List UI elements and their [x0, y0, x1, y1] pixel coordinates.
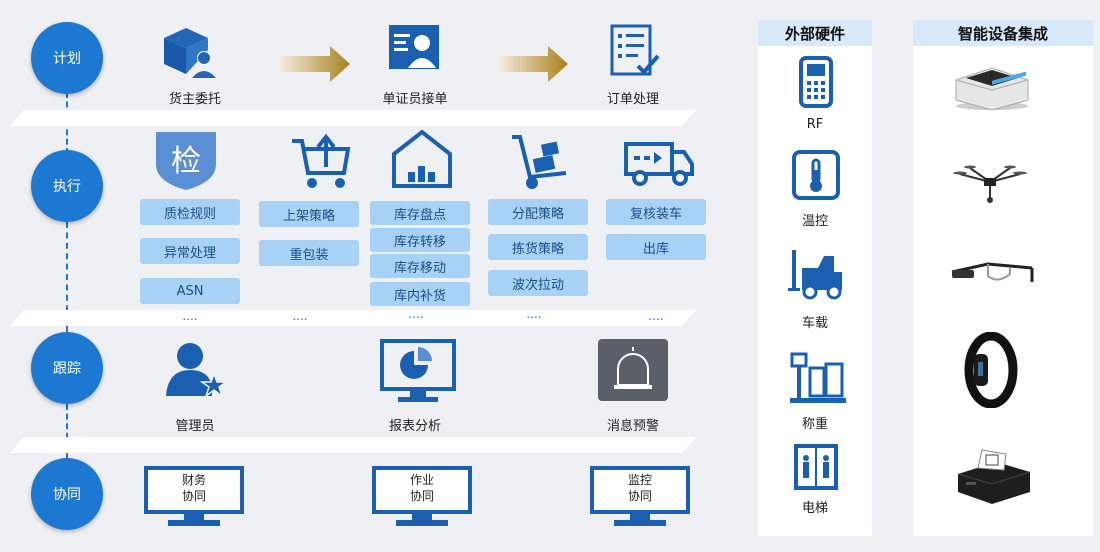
phase-plan: 计划	[31, 22, 103, 94]
hardware-label: 电梯	[801, 501, 828, 516]
exec-tag: 波次拉动	[488, 270, 588, 296]
hardware-label: 称重	[801, 417, 828, 432]
collab-line2: 协同	[409, 489, 434, 503]
plan-item-label: 订单处理	[606, 92, 659, 107]
drone-image	[952, 162, 1028, 208]
order-process-icon	[608, 24, 660, 78]
more-indicator: ....	[526, 307, 542, 321]
hardware-panel-title: 外部硬件	[758, 20, 872, 46]
exec-tag: 库内补货	[370, 282, 470, 306]
inspection-shield-text: 检	[171, 144, 201, 179]
receipt-printer-image	[952, 446, 1034, 508]
monitor-icon: 作业 协同	[372, 466, 472, 528]
report-chart-icon	[380, 339, 456, 405]
hardware-label: 车载	[801, 316, 828, 331]
plan-item-label: 货主委托	[168, 92, 221, 107]
plan-item-label: 单证员接单	[382, 92, 448, 107]
collab-line2: 协同	[181, 489, 206, 503]
more-indicator: ....	[408, 307, 424, 321]
collab-line1: 财务	[181, 473, 206, 487]
elevator-icon	[794, 444, 838, 490]
inspection-shield-icon: 检	[150, 128, 222, 192]
more-indicator: ....	[648, 309, 664, 323]
arrow-icon	[498, 44, 570, 84]
exec-tag: 复核装车	[606, 199, 706, 225]
exec-tag: 分配策略	[488, 199, 588, 225]
document-clerk-icon	[388, 24, 440, 72]
phase-exec: 执行	[31, 150, 103, 222]
admin-user-icon	[164, 340, 229, 399]
separator-band	[10, 437, 696, 453]
phase-track: 跟踪	[31, 332, 103, 404]
exec-tag: 质检规则	[140, 199, 240, 225]
forklift-icon	[788, 248, 846, 300]
collab-line1: 作业	[409, 473, 434, 487]
more-indicator: ....	[182, 309, 198, 323]
monitor-icon: 监控 协同	[590, 466, 690, 528]
exec-tag: ASN	[140, 278, 240, 304]
flow-connector	[66, 222, 68, 332]
exec-tag: 出库	[606, 234, 706, 260]
separator-band	[10, 310, 696, 326]
exec-tag: 库存转移	[370, 228, 470, 252]
track-item-label: 消息预警	[606, 419, 659, 434]
delivery-truck-icon	[622, 138, 694, 188]
alarm-icon	[598, 339, 668, 401]
exec-tag: 上架策略	[259, 201, 359, 227]
cart-upload-icon	[290, 133, 352, 191]
exec-tag: 库存盘点	[370, 201, 470, 225]
phase-collab: 协同	[31, 458, 103, 530]
cargo-owner-icon	[160, 24, 218, 80]
smart-device-panel-title: 智能设备集成	[913, 20, 1093, 46]
separator-band	[10, 110, 696, 126]
exec-tag: 拣货策略	[488, 234, 588, 260]
flow-connector	[66, 404, 68, 458]
exec-tag: 库存移动	[370, 254, 470, 278]
arrow-icon	[280, 44, 352, 84]
monitor-icon: 财务 协同	[144, 466, 244, 528]
scale-icon	[790, 350, 846, 406]
collab-line2: 协同	[627, 489, 652, 503]
exec-tag: 异常处理	[140, 238, 240, 264]
thermometer-icon	[792, 150, 840, 200]
robot-device-image	[950, 62, 1034, 112]
smart-glasses-image	[948, 260, 1034, 290]
hardware-label: RF	[806, 117, 824, 132]
warehouse-icon	[390, 128, 454, 190]
track-item-label: 管理员	[175, 419, 215, 434]
exec-tag: 重包装	[259, 240, 359, 266]
track-item-label: 报表分析	[388, 419, 441, 434]
hand-truck-icon	[508, 133, 572, 191]
hardware-label: 温控	[801, 214, 828, 229]
collab-line1: 监控	[627, 473, 652, 487]
more-indicator: ....	[292, 309, 308, 323]
rf-scanner-icon	[798, 56, 834, 108]
smart-band-image	[964, 331, 1018, 409]
